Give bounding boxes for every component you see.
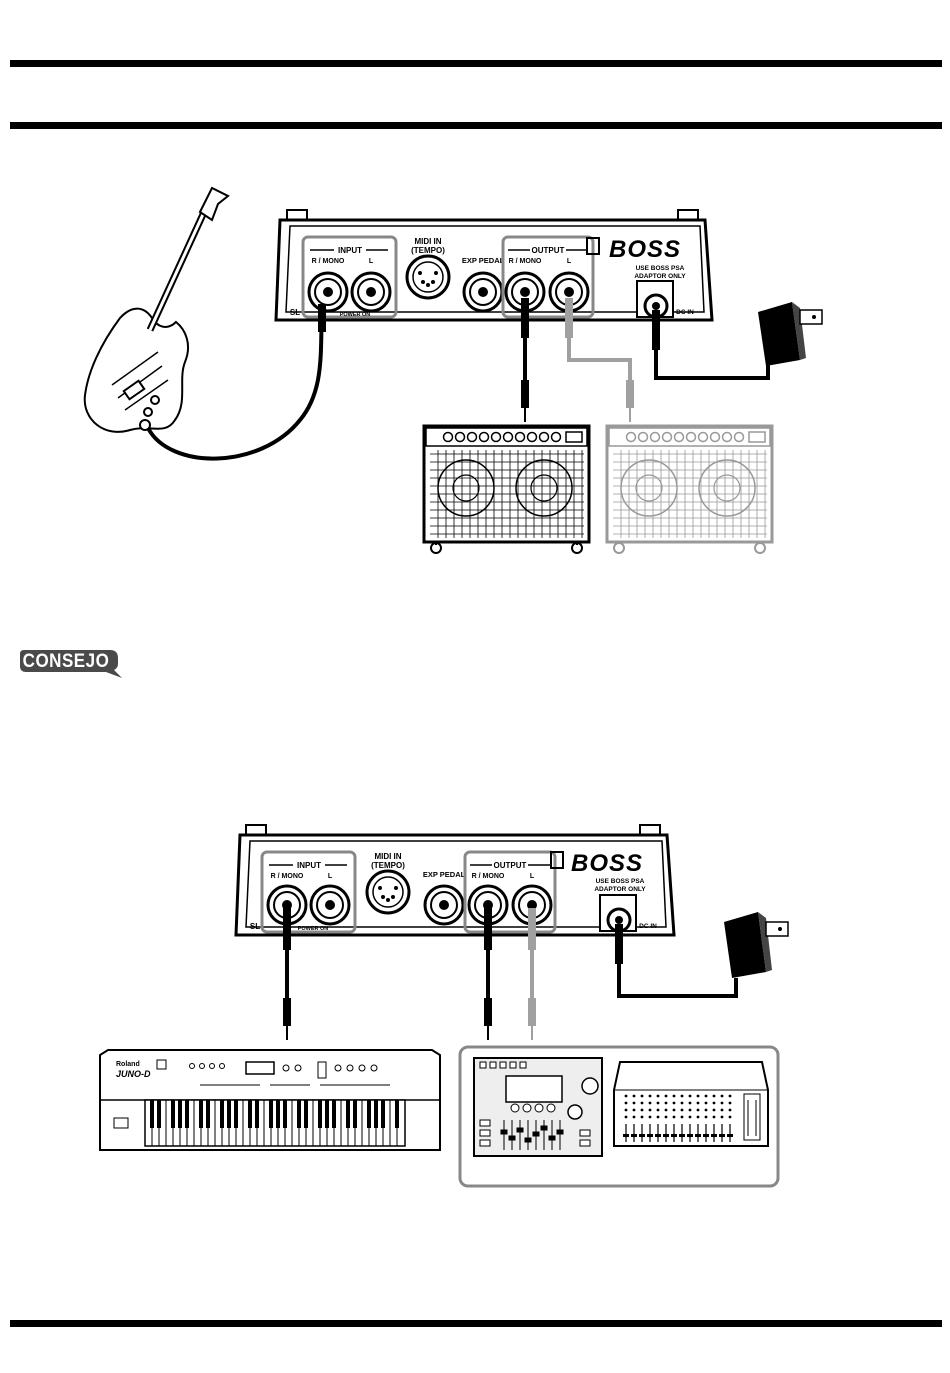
- power-label: POWER ON: [340, 312, 371, 318]
- pedal-unit-top: INPUT R / MONO L MIDI IN (TEMPO) EXP PED…: [276, 210, 712, 320]
- amplifier-2: [607, 426, 772, 553]
- adaptor-text-1: USE BOSS PSA: [636, 265, 685, 272]
- input-l-label: L: [369, 258, 374, 265]
- digital-recorder: [474, 1058, 602, 1156]
- adaptor-text-2b: ADAPTOR ONLY: [594, 886, 646, 893]
- output-l-cable-bottom: [528, 908, 536, 1040]
- model-label-2: SL: [250, 922, 260, 931]
- input-r-mono-label-2: R / MONO: [271, 873, 304, 880]
- exp-pedal-label-2: EXP PEDAL: [423, 870, 466, 879]
- guitar-illustration: [85, 188, 228, 432]
- model-label: SL: [290, 308, 300, 317]
- input-r-mono-jack[interactable]: [309, 273, 347, 311]
- adaptor-text-2: ADAPTOR ONLY: [634, 273, 686, 280]
- exp-pedal-label: EXP PEDAL: [462, 256, 505, 265]
- tempo-label: (TEMPO): [411, 246, 445, 255]
- output-label: OUTPUT: [532, 246, 565, 255]
- input-label-2: INPUT: [297, 861, 321, 870]
- dc-in-label: DC IN: [676, 309, 694, 316]
- input-cable-bottom: [283, 908, 291, 1040]
- output-l-label-2: L: [530, 873, 535, 880]
- pedal-unit-bottom: INPUT R / MONO L MIDI IN (TEMPO) EXP PED…: [236, 825, 674, 935]
- input-label: INPUT: [338, 246, 362, 255]
- mixer: [614, 1062, 768, 1146]
- keyboard-brand: Roland: [116, 1061, 140, 1068]
- keyboard-synth: Roland JUNO-D: [100, 1050, 440, 1150]
- dc-in-label-2: DC IN: [639, 923, 657, 930]
- input-l-jack-2[interactable]: [311, 886, 349, 924]
- output-r-mono-label: R / MONO: [509, 258, 542, 265]
- midi-in-label: MIDI IN: [414, 237, 441, 246]
- exp-pedal-jack[interactable]: [464, 273, 502, 311]
- boss-logo: BOSS: [609, 236, 681, 263]
- output-label-2: OUTPUT: [494, 861, 527, 870]
- amplifier-1: [424, 426, 589, 553]
- output-r-cable-bottom: [484, 908, 492, 1040]
- input-l-jack[interactable]: [352, 273, 390, 311]
- power-label-2: POWER ON: [298, 926, 329, 932]
- boss-logo-2: BOSS: [571, 850, 643, 877]
- tip-badge-label: CONSEJO: [18, 650, 114, 673]
- output-r-mono-label-2: R / MONO: [472, 873, 505, 880]
- midi-in-label-2: MIDI IN: [374, 852, 401, 861]
- input-l-label-2: L: [328, 873, 333, 880]
- adaptor-text-1b: USE BOSS PSA: [596, 878, 645, 885]
- keyboard-model: JUNO-D: [116, 1069, 151, 1079]
- tempo-label-2: (TEMPO): [371, 861, 405, 870]
- exp-pedal-jack-2[interactable]: [425, 886, 463, 924]
- output-r-cable-top: [521, 298, 529, 422]
- output-l-label: L: [567, 258, 572, 265]
- tip-badge: CONSEJO: [18, 646, 122, 680]
- input-r-mono-label: R / MONO: [312, 258, 345, 265]
